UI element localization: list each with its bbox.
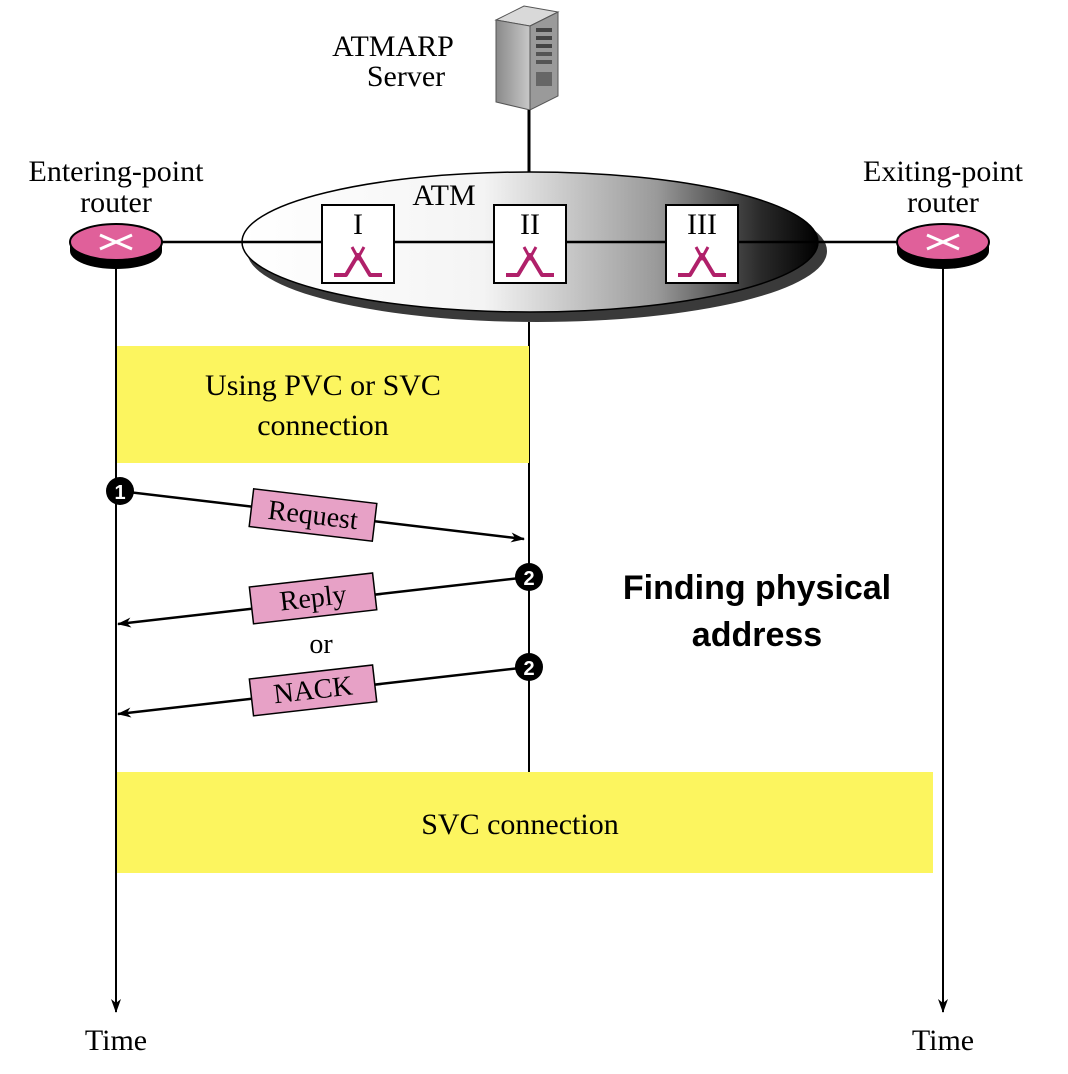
time-label-left: Time [85,1024,147,1057]
phase-label-line2: connection [257,409,389,442]
exiting-router-label-line2: router [907,186,979,219]
step-two-badge-nack: 2 [515,653,543,681]
phase-box-svc [117,772,933,873]
step-one-badge: 1 [106,477,134,505]
switch-ii: II [493,204,567,284]
time-label-right: Time [912,1024,974,1057]
step-two-number: 2 [523,568,534,590]
switch-label-i: I [353,208,363,241]
switch-symbol-icon [678,246,726,277]
server-icon [494,5,560,111]
server-label-line2: Server [367,60,445,93]
entering-router-label-line2: router [80,186,152,219]
nack-label-box: NACK [248,664,378,717]
atm-label: ATM [412,179,475,212]
server-label-line1: ATMARP [332,30,454,63]
phase-box-pvc-svc [117,346,529,463]
step-two-badge: 2 [515,563,543,591]
svc-connection-label: SVC connection [421,808,618,841]
switch-iii: III [665,204,739,284]
exiting-router-label-line1: Exiting-point [863,155,1024,188]
diagram-title-line2: address [692,616,822,654]
entering-router-label-line1: Entering-point [29,155,205,188]
switch-label-iii: III [687,208,717,241]
switch-symbol-icon [334,246,382,277]
switch-i: I [321,204,395,284]
switch-label-ii: II [520,208,540,241]
or-label: or [309,629,333,660]
step-one-number: 1 [114,482,125,504]
exiting-router-icon [896,223,990,269]
request-label-box: Request [248,487,378,543]
reply-label: Reply [278,579,348,617]
step-two-number-nack: 2 [523,658,534,680]
phase-label-line1: Using PVC or SVC [205,369,441,402]
entering-router-icon [69,223,163,269]
switch-symbol-icon [506,246,554,277]
diagram-title-line1: Finding physical [623,569,891,607]
reply-label-box: Reply [248,572,378,625]
